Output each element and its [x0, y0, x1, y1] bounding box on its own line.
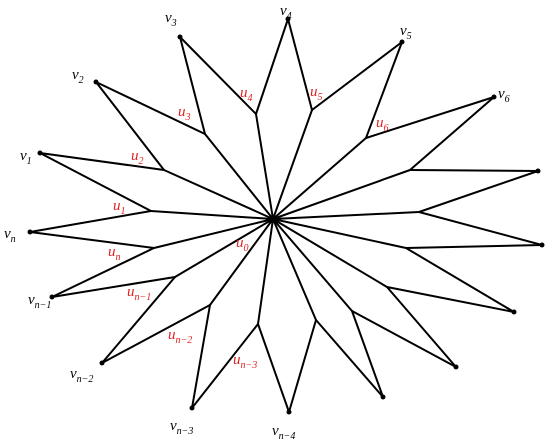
- label-v2: v2: [72, 67, 84, 86]
- vertex-v7: [535, 168, 541, 174]
- edge-v3-left: [179, 36, 206, 135]
- edge-inner-to-center: [272, 169, 411, 220]
- edge-inner-to-center: [255, 113, 274, 220]
- vertex-v9: [511, 309, 517, 315]
- edge-v1-right: [39, 152, 165, 171]
- edge-v8-left: [418, 211, 543, 246]
- edge-inner-to-center: [209, 218, 274, 306]
- label-vn: vn: [4, 226, 16, 245]
- vertex-v5: [399, 39, 405, 45]
- edge-v9-right: [386, 286, 515, 313]
- edge-v7-right: [418, 170, 539, 213]
- edge-vn-4-right: [257, 323, 290, 413]
- label-v1: v1: [20, 148, 32, 167]
- label-un-minus-3: un−3: [233, 352, 257, 371]
- edge-inner-to-center: [272, 218, 353, 312]
- edge-v7-left: [409, 169, 539, 172]
- edge-inner-to-center: [153, 218, 274, 249]
- label-u3: u3: [178, 104, 191, 123]
- label-u2: u2: [131, 148, 144, 167]
- edge-inner-to-center: [272, 137, 367, 220]
- edge-v2-left: [95, 81, 165, 171]
- edge-inner-to-center: [272, 218, 407, 249]
- graph-edges: [29, 18, 543, 413]
- vertex-vn-3: [189, 405, 195, 411]
- label-vn-minus-4: vn−4: [272, 423, 295, 442]
- vertex-v8: [539, 242, 545, 248]
- label-v5: v5: [400, 23, 412, 42]
- label-v6: v6: [498, 86, 510, 105]
- edge-v8-right: [405, 244, 543, 249]
- label-u6: u6: [376, 115, 389, 134]
- edge-inner-to-center: [272, 211, 420, 220]
- edge-v5-left: [311, 41, 403, 111]
- edge-vn-1-right: [51, 247, 155, 298]
- edge-inner-to-center: [163, 169, 274, 220]
- edge-inner-to-center: [272, 218, 388, 288]
- edge-v9-left: [405, 247, 515, 313]
- label-u1: u1: [113, 198, 126, 217]
- edge-vn-2-right: [101, 276, 176, 364]
- vertex-v1: [37, 150, 43, 156]
- label-u5: u5: [310, 84, 323, 103]
- edge-v6-left: [365, 96, 495, 139]
- edge-vn-4-left: [288, 319, 317, 413]
- edge-v4-right: [287, 18, 313, 111]
- edge-vn-3-left: [191, 323, 259, 409]
- label-u4: u4: [240, 85, 253, 104]
- edge-inner-to-center: [272, 109, 313, 220]
- vertex-vn: [27, 229, 33, 235]
- edge-inner-to-center: [174, 218, 274, 278]
- edge-v11-left: [351, 310, 384, 398]
- vertex-vn-2: [99, 360, 105, 366]
- edge-v5-right: [365, 41, 403, 139]
- edge-vn-2-left: [101, 304, 211, 364]
- label-un-minus-2: un−2: [168, 327, 192, 346]
- vertex-v11: [380, 394, 386, 400]
- vertex-vn-4: [286, 409, 292, 415]
- label-vn-minus-1: vn−1: [28, 292, 51, 311]
- vertex-v4: [285, 16, 291, 22]
- edge-vn-3-right: [191, 304, 211, 409]
- vertex-v10: [453, 364, 459, 370]
- edge-vn-1-left: [51, 276, 176, 298]
- vertex-v6: [491, 94, 497, 100]
- edge-inner-to-center: [204, 133, 274, 220]
- edge-v4-left: [255, 18, 289, 115]
- label-vn-minus-2: vn−2: [70, 366, 93, 385]
- edge-v10-right: [351, 310, 457, 368]
- label-v4: v4: [280, 3, 292, 22]
- vertex-vn-1: [49, 294, 55, 300]
- label-u0: u0: [236, 235, 249, 254]
- edge-v3-right: [179, 36, 257, 115]
- edge-v6-right: [409, 96, 495, 171]
- label-un-minus-1: un−1: [127, 284, 151, 303]
- edge-v2-right: [95, 81, 206, 135]
- edge-vn-left: [29, 231, 155, 249]
- edge-vn-right: [29, 210, 152, 233]
- edge-inner-to-center: [150, 210, 274, 220]
- edge-v10-left: [386, 286, 457, 368]
- label-vn-minus-3: vn−3: [170, 418, 193, 437]
- label-v3: v3: [165, 10, 177, 29]
- edge-v11-right: [315, 319, 384, 398]
- graph-vertices: [27, 16, 545, 415]
- edge-v1-left: [39, 152, 152, 212]
- edge-inner-to-center: [257, 218, 274, 325]
- vertex-v2: [93, 79, 99, 85]
- label-un: un: [108, 244, 121, 263]
- edge-inner-to-center: [272, 218, 317, 321]
- vertex-v3: [177, 34, 183, 40]
